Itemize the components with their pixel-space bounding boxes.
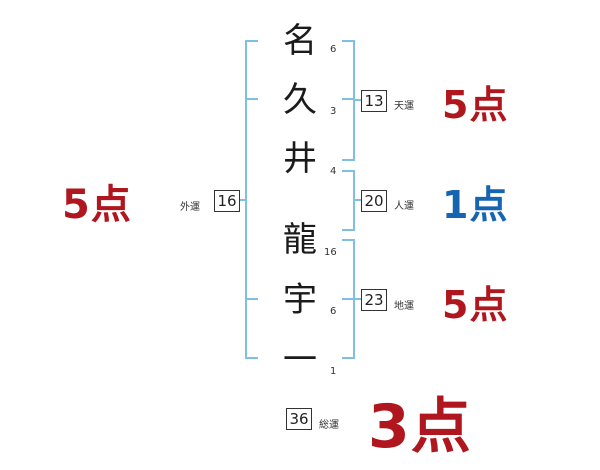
chiun-value-box: 23 <box>361 289 387 311</box>
stroke-count-2: 3 <box>330 106 337 117</box>
name-char-3: 井 <box>283 139 317 179</box>
gaiun-score: 5点 <box>62 182 132 228</box>
jinun-label: 人運 <box>394 201 414 212</box>
gaiun-value-box: 16 <box>214 190 240 212</box>
tenun-score: 5点 <box>442 83 509 127</box>
name-char-5: 宇 <box>283 280 317 320</box>
chiun-score: 5点 <box>442 283 509 327</box>
stroke-count-4: 16 <box>324 247 337 258</box>
chiun-label: 地運 <box>394 301 414 312</box>
tenun-label: 天運 <box>394 101 414 112</box>
stroke-count-6: 1 <box>330 366 337 377</box>
gaiun-label: 外運 <box>180 202 200 213</box>
jinun-value-box: 20 <box>361 190 387 212</box>
tenun-value-box: 13 <box>361 90 387 112</box>
jinun-score: 1点 <box>442 183 509 227</box>
souun-label: 総運 <box>319 420 339 431</box>
stroke-count-1: 6 <box>330 44 337 55</box>
souun-score: 3点 <box>368 392 472 462</box>
stroke-count-5: 6 <box>330 306 337 317</box>
name-char-1: 名 <box>283 21 317 61</box>
name-char-4: 龍 <box>283 220 317 260</box>
name-char-6: 一 <box>283 340 317 380</box>
souun-value-box: 36 <box>286 408 312 430</box>
stroke-count-3: 4 <box>330 166 337 177</box>
name-char-2: 久 <box>283 80 317 120</box>
